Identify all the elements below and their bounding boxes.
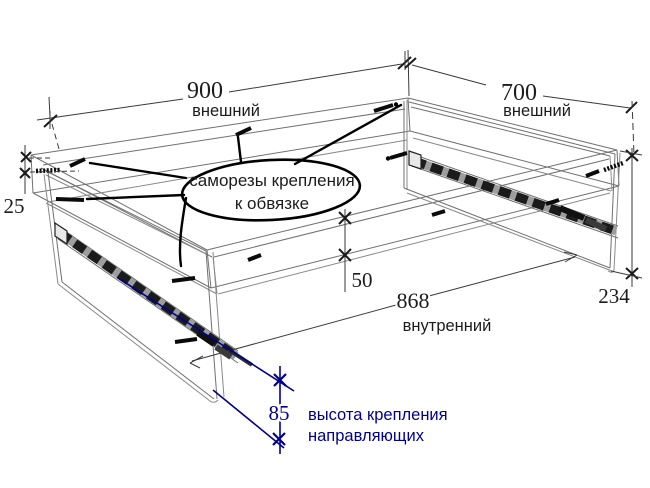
screw-icon	[247, 253, 262, 262]
screw-icon	[171, 276, 196, 283]
dimension-outer-depth-700: 700 внешний	[404, 57, 638, 156]
callout-leader-lines	[85, 103, 403, 268]
dim-900-label: внешний	[192, 102, 260, 120]
dim-868-value: 868	[397, 288, 430, 313]
dim-700-value: 700	[501, 80, 537, 106]
right-drawer-slide	[408, 150, 619, 239]
dim-868-label: внутренний	[403, 317, 492, 335]
screw-head	[385, 156, 391, 161]
screw-icon	[585, 169, 600, 178]
screw-icon	[373, 103, 394, 113]
dim-700-label: внешний	[503, 102, 571, 120]
dimension-slide-height-85: 85 высота крепления направляющих	[117, 277, 450, 454]
dim-900-value: 900	[187, 78, 223, 104]
dim-85-label-line1: высота крепления	[308, 406, 448, 424]
callout-text-line2: к обвязке	[235, 194, 309, 213]
callout-ellipse	[180, 158, 362, 222]
dim-25-value: 25	[4, 194, 25, 218]
dim-234-value: 234	[598, 284, 630, 308]
dim-50-value: 50	[352, 268, 373, 292]
screw-icon	[235, 126, 252, 137]
callout-text-line1: саморезы крепления	[189, 171, 354, 190]
screw-icon	[69, 157, 86, 168]
screw-icon	[389, 151, 408, 160]
screw-icon	[55, 197, 85, 202]
dim-85-label-line2: направляющих	[308, 427, 425, 445]
screw-head	[393, 102, 399, 107]
dimension-panel-offset-25: 25	[2, 145, 80, 220]
screw-icon	[174, 337, 198, 344]
dimension-frame-height-50: 50	[338, 209, 375, 294]
screw-icon	[431, 209, 446, 217]
screw-icon	[35, 167, 61, 174]
dimension-inner-width-868: 868 внутренний	[189, 251, 578, 369]
screw-icon	[545, 198, 560, 206]
right-side-panel	[403, 100, 621, 273]
screw-glyphs	[35, 102, 624, 344]
dimension-outer-width-900: 900 внешний	[36, 49, 412, 150]
screw-icon	[603, 160, 624, 173]
left-drawer-slide	[54, 221, 254, 367]
dim-85-value: 85	[269, 401, 290, 425]
dimension-panel-height-234: 234	[596, 148, 643, 310]
